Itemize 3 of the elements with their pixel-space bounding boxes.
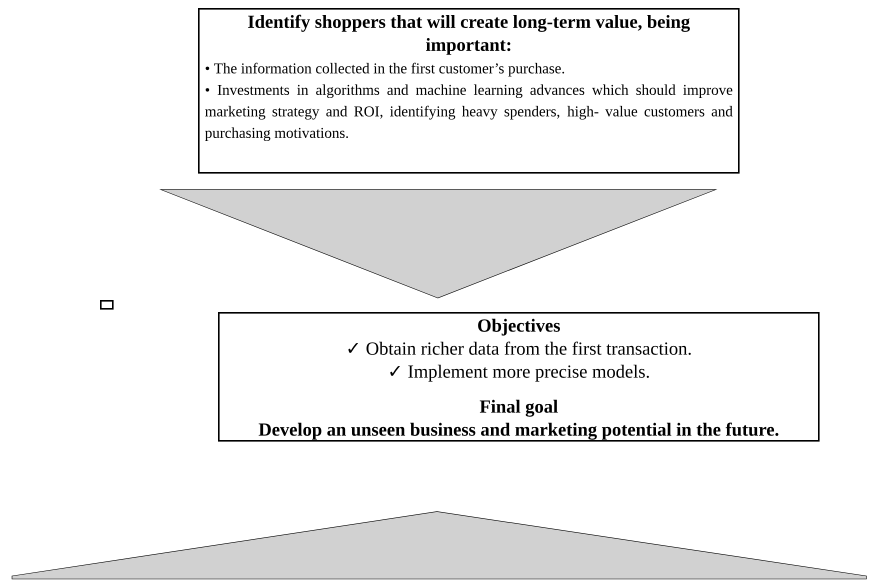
text-box — [100, 300, 114, 310]
triangle-shape — [12, 511, 867, 580]
text-box: Identify shoppers that will create long-term value, being important: • The information collected in the first customer’s purchase. • Investments in algorithms and machine learning advances which should improve marketing strategy and ROI, identifying heavy spenders, high- value customers and purchasing motivations. — [198, 8, 740, 174]
